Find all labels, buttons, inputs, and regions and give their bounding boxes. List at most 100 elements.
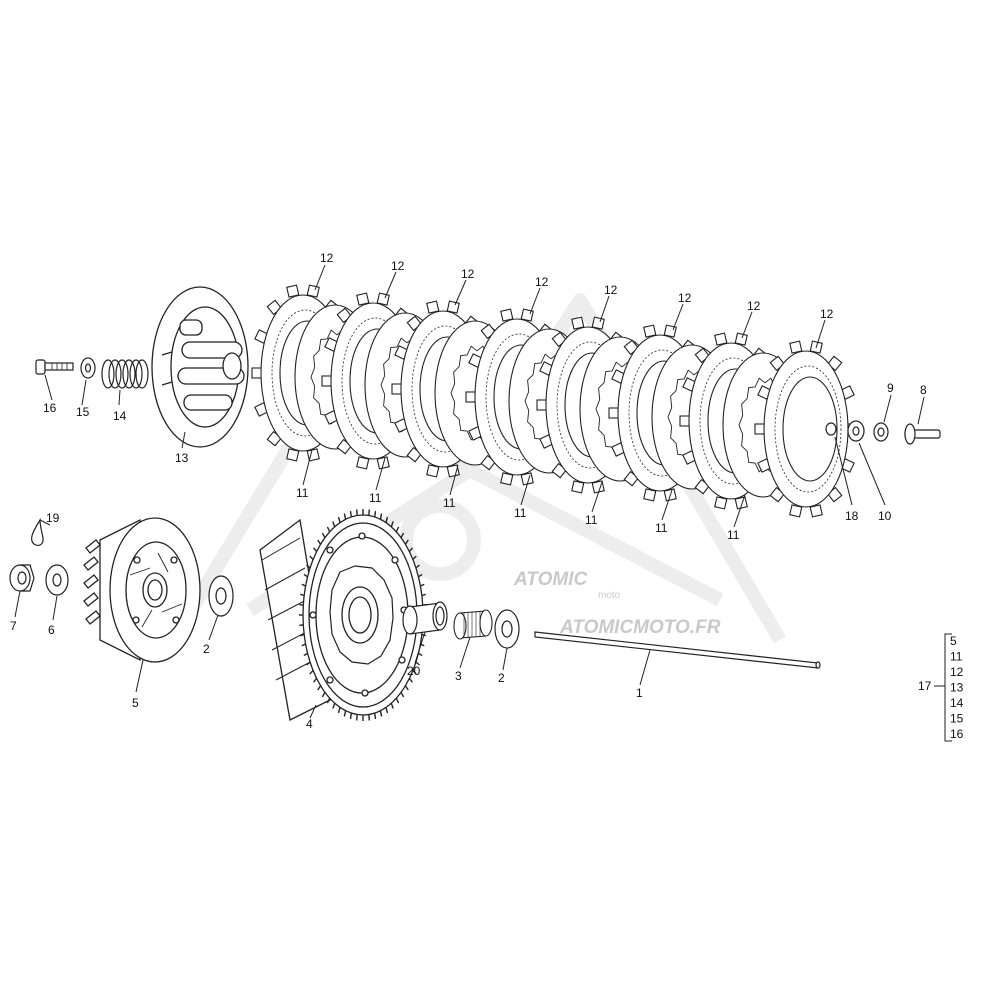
callout-6: 6 [48,623,55,637]
gear-tooth [421,593,426,597]
callout-18: 18 [845,509,859,523]
callout-12: 12 [320,251,334,265]
callout-2: 2 [203,642,210,656]
callout-12: 12 [461,267,475,281]
gear-tooth [332,521,336,528]
gear-tooth [299,603,304,606]
callout-12: 12 [604,283,618,297]
leader-lines [14,264,925,719]
kit-item: 11 [950,650,963,664]
oil-drop-19 [30,517,44,546]
clutch-basket [259,514,424,721]
gear-tooth [321,532,326,539]
gear-tooth [332,702,336,709]
clutch-spring [101,359,149,389]
gear-tooth [400,691,405,698]
kit-item: 5 [950,634,957,648]
gear-tooth [418,652,423,657]
gear-tooth [379,513,383,520]
gear-tooth [349,510,352,518]
watermark-text: ATOMIC moto ATOMICMOTO.FR [513,569,721,638]
callout-10: 10 [878,509,892,523]
push-rod [534,631,821,669]
gear-tooth [374,712,377,720]
callout-11: 11 [655,521,668,535]
gear-tooth [349,712,352,720]
bolt-washer [80,357,96,379]
callout-2: 2 [498,671,505,685]
lower-left-parts [9,517,69,596]
callout-9: 9 [887,381,894,395]
gear-tooth [415,564,420,569]
gear-tooth [343,513,347,520]
gear-tooth [301,583,306,587]
callout-1: 1 [636,686,643,700]
gear-tooth [418,573,423,578]
callout-11: 11 [369,491,382,505]
gear-tooth [400,532,405,539]
clutch-plates [251,284,858,518]
gear-tooth [299,624,304,627]
gear-tooth [337,516,341,523]
gear-tooth [321,691,326,698]
callout-labels: 12 12 12 12 12 12 12 12 11 11 11 11 11 1… [10,251,927,731]
callout-12: 12 [535,275,549,289]
callout-12: 12 [747,299,761,313]
callout-7: 7 [10,619,17,633]
gear-tooth [326,697,331,704]
gear-tooth [404,685,409,691]
callout-12: 12 [678,291,692,305]
thrust-washer-right [494,609,520,649]
gear-tooth [395,697,400,704]
gear-tooth [300,633,305,637]
gear-tooth [306,564,311,569]
kit-item: 16 [950,727,964,741]
callout-3: 3 [455,669,462,683]
gear-tooth [404,539,409,545]
gear-tooth [312,677,318,683]
callout-11: 11 [296,486,309,500]
gear-tooth [420,583,425,587]
gear-tooth [309,555,314,560]
callout-5: 5 [132,696,139,710]
kit-label: 17 [918,679,932,693]
gear-tooth [415,661,420,666]
gear-tooth [408,677,414,683]
callout-8: 8 [920,383,927,397]
gear-tooth [343,710,347,717]
callout-12: 12 [391,259,405,273]
gear-tooth [312,547,318,553]
watermark-brand: ATOMIC [513,569,587,590]
pressure-plate [151,286,249,448]
gear-tooth [309,670,314,675]
bushing [402,601,448,635]
callout-15: 15 [76,405,90,419]
gear-tooth [379,710,383,717]
gear-tooth [317,539,322,545]
callout-12: 12 [820,307,834,321]
gear-tooth [385,707,389,714]
gear-tooth [303,573,308,578]
push-rod-parts [825,420,941,445]
gear-tooth [395,526,400,533]
callout-11: 11 [585,513,598,527]
callout-16: 16 [43,401,57,415]
needle-bearing [453,609,493,640]
gear-tooth [390,702,394,709]
kit-item: 12 [950,665,964,679]
gear-tooth [412,670,417,675]
watermark-url: ATOMICMOTO.FR [559,617,721,638]
callout-11: 11 [443,496,456,510]
clutch-bolt [35,359,74,375]
gear-tooth [326,526,331,533]
kit-item: 15 [950,712,964,726]
ball-18 [825,422,837,436]
watermark-sub: moto [598,590,621,601]
kit-item: 13 [950,681,964,695]
callout-11: 11 [727,528,740,542]
gear-tooth [374,510,377,518]
gear-tooth [317,685,322,691]
callout-19: 19 [46,511,60,525]
